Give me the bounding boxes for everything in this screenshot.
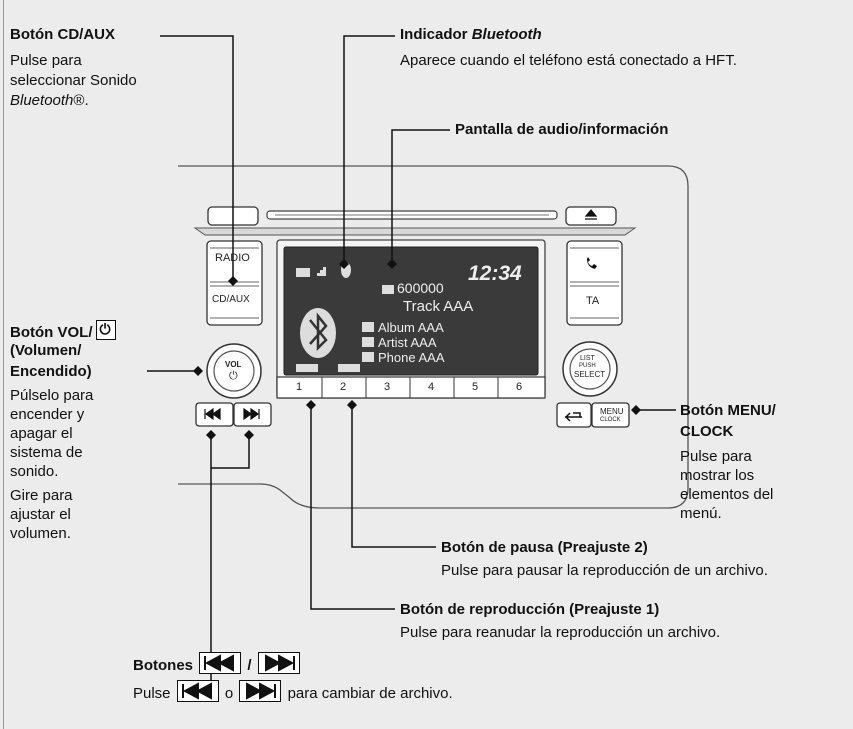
play-desc: Pulse para reanudar la reproducción un a… bbox=[400, 624, 721, 641]
cd-aux-desc-3: Bluetooth®. bbox=[10, 92, 89, 109]
preset-6[interactable]: 6 bbox=[516, 381, 523, 393]
back-icon bbox=[565, 412, 582, 422]
album-display: Album AAA bbox=[378, 320, 444, 335]
page-margin-line bbox=[3, 0, 4, 729]
vol-title-3: Encendido) bbox=[10, 363, 92, 380]
right-button-stack bbox=[566, 240, 623, 326]
track-display: Track AAA bbox=[403, 298, 474, 315]
preset-2[interactable]: 2 bbox=[340, 381, 347, 393]
signal-icon bbox=[296, 268, 310, 277]
vol-desc-4: sistema de bbox=[10, 444, 83, 461]
preset-5[interactable]: 5 bbox=[472, 381, 479, 393]
menu-desc-4: menú. bbox=[680, 505, 722, 522]
back-button bbox=[556, 402, 592, 428]
list-knob-label-1[interactable]: LIST bbox=[580, 355, 595, 362]
skip-back-icon-inline bbox=[176, 680, 219, 702]
bt-indicator-title: Indicador Bluetooth bbox=[400, 26, 542, 43]
ta-button-label[interactable]: TA bbox=[586, 295, 600, 307]
seek-forward-icon bbox=[243, 407, 260, 421]
preset-1[interactable]: 1 bbox=[296, 381, 303, 393]
menu-desc-1: Pulse para bbox=[680, 448, 752, 465]
pause-title: Botón de pausa (Preajuste 2) bbox=[441, 539, 648, 556]
skip-leader-right bbox=[211, 435, 250, 469]
play-leader bbox=[310, 405, 395, 610]
menu-title-2: CLOCK bbox=[680, 423, 734, 440]
radio-button-label[interactable]: RADIO bbox=[215, 252, 250, 264]
cd-aux-title: Botón CD/AUX bbox=[10, 26, 115, 43]
phone-display: Phone AAA bbox=[378, 350, 445, 365]
clock-button-label: CLOCK bbox=[600, 417, 621, 423]
vol-knob-label[interactable]: VOL bbox=[225, 360, 242, 369]
audio-info-screen bbox=[283, 246, 539, 376]
play-title: Botón de reproducción (Preajuste 1) bbox=[400, 601, 660, 618]
bt-indicator-leader bbox=[343, 35, 395, 264]
display-title: Pantalla de audio/información bbox=[455, 121, 669, 138]
preset-3[interactable]: 3 bbox=[384, 381, 391, 393]
display-leader bbox=[391, 129, 450, 264]
menu-title-1: Botón MENU/ bbox=[680, 402, 776, 419]
vol-title-2: (Volumen/ bbox=[10, 342, 82, 359]
list-knob-label-2: PUSH bbox=[579, 363, 596, 369]
eject-icon bbox=[584, 209, 598, 220]
pause-leader bbox=[351, 405, 436, 548]
album-icon bbox=[362, 322, 374, 332]
menu-button-label[interactable]: MENU bbox=[600, 407, 624, 416]
power-icon-box: ⏻ bbox=[95, 320, 116, 340]
frequency-display: 600000 bbox=[397, 280, 444, 296]
artist-display: Artist AAA bbox=[378, 335, 437, 350]
power-icon: ⏻ bbox=[229, 370, 238, 382]
cd-aux-desc-2: seleccionar Sonido bbox=[10, 72, 137, 89]
pause-desc: Pulse para pausar la reproducción de un … bbox=[441, 562, 768, 579]
skip-back-icon bbox=[199, 652, 242, 674]
cd-aux-leader bbox=[160, 35, 234, 281]
signal-bars-icon bbox=[314, 267, 326, 276]
pause-status-icon bbox=[338, 364, 360, 372]
skip-forward-icon-inline bbox=[239, 680, 282, 702]
vol-desc-6: Gire para bbox=[10, 487, 73, 504]
vol-desc-2: encender y bbox=[10, 406, 85, 423]
play-status-icon bbox=[296, 364, 318, 372]
cd-aux-button-label[interactable]: CD/AUX bbox=[212, 294, 250, 305]
skip-desc: Pulse o para cambiar de archivo. bbox=[133, 680, 453, 703]
clock-display: 12:34 bbox=[468, 262, 522, 285]
vol-desc-7: ajustar el bbox=[10, 506, 71, 523]
menu-clock-button bbox=[591, 402, 630, 428]
cd-aux-desc-1: Pulse para bbox=[10, 52, 82, 69]
vol-title-1: Botón VOL/⏻ bbox=[10, 320, 116, 342]
vol-desc-3: apagar el bbox=[10, 425, 73, 442]
artist-icon bbox=[362, 337, 374, 347]
dashboard-outline bbox=[178, 165, 689, 509]
top-bezel bbox=[193, 227, 637, 236]
menu-desc-2: mostrar los bbox=[680, 467, 755, 484]
skip-forward-icon bbox=[257, 652, 300, 674]
vol-desc-8: volumen. bbox=[10, 525, 71, 542]
phone-list-icon bbox=[362, 352, 374, 362]
preset-4[interactable]: 4 bbox=[428, 381, 435, 393]
skip-title: Botones / bbox=[133, 652, 302, 675]
preset-row bbox=[276, 376, 546, 399]
menu-desc-3: elementos del bbox=[680, 486, 774, 503]
bt-indicator-desc: Aparece cuando el teléfono está conectad… bbox=[400, 52, 737, 69]
phone-icon bbox=[587, 257, 597, 269]
seek-back-icon bbox=[204, 407, 221, 421]
vol-desc-1: Púlselo para bbox=[10, 387, 94, 404]
vol-desc-5: sonido. bbox=[10, 463, 59, 480]
list-knob-label-3: SELECT bbox=[574, 370, 606, 379]
